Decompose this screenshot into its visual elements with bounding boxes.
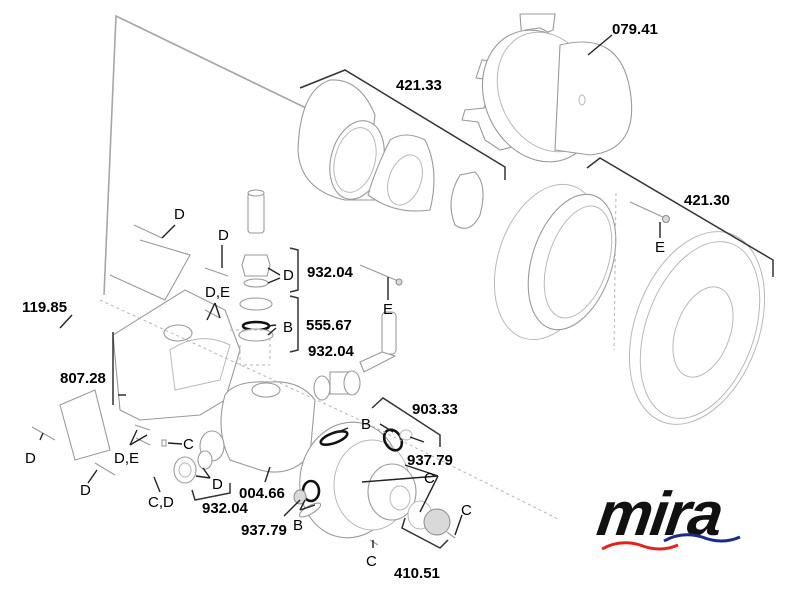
part-elbow [359,264,403,373]
part-thermostatic-cartridge [293,421,417,539]
callout-cd-bottom: C,D [148,494,174,511]
part-label-937-79-left[interactable]: 937.79 [241,522,287,539]
part-label-079-41[interactable]: 079.41 [612,21,658,38]
part-label-932-04-bottom[interactable]: 932.04 [202,500,248,517]
callout-b-bracket: B [283,319,294,336]
callout-e-right: E [383,301,394,318]
part-end-cap-410-51 [407,500,456,539]
callout-c-bottom: C [366,553,377,570]
callout-d-lower-left: D [25,450,36,467]
screws [31,224,379,546]
callout-b-top: B [361,416,372,433]
callout-c-cluster: C [424,470,435,487]
callout-d-bracket: D [283,267,294,284]
callout-de-upper: D,E [205,284,231,301]
assembly-lines [99,299,561,521]
part-label-004-66[interactable]: 004.66 [239,485,285,502]
callout-b-left: B [293,517,304,534]
callout-d-bottom-left: D [80,482,91,499]
callout-c-right: C [461,502,472,519]
logo-wave-red [601,541,679,551]
part-label-937-79-right[interactable]: 937.79 [407,452,453,469]
part-label-932-04-mid[interactable]: 932.04 [308,343,354,360]
part-label-807-28[interactable]: 807.28 [60,370,106,387]
part-ring-421-30 [493,183,766,425]
part-label-555-67[interactable]: 555.67 [306,317,352,334]
part-label-421-33[interactable]: 421.33 [396,77,442,94]
callout-e-ring: E [655,239,666,256]
part-label-421-30[interactable]: 421.30 [684,192,730,209]
part-label-119-85[interactable]: 119.85 [22,299,68,316]
mira-logo: mira [593,480,748,555]
part-cartridge-stack [238,189,274,342]
part-fittings-mid [313,370,361,401]
logo-wave-blue [663,533,741,543]
callout-c-small: C [183,436,194,453]
part-label-410-51[interactable]: 410.51 [394,565,440,582]
callout-d-fitting: D [212,476,223,493]
callout-d-top-mid: D [218,227,229,244]
callout-lines [39,34,774,549]
part-cover-079-41 [461,13,633,163]
callout-d-top-left: D [174,206,185,223]
mira-logo-waves [601,533,741,551]
wall-outline [103,14,307,296]
part-label-903-33[interactable]: 903.33 [412,401,458,418]
part-bracket [59,239,241,461]
part-shroud-421-33 [297,79,484,229]
part-label-932-04-top[interactable]: 932.04 [307,264,353,281]
part-fittings-bottom [173,450,213,484]
callout-de-lower: D,E [114,450,140,467]
